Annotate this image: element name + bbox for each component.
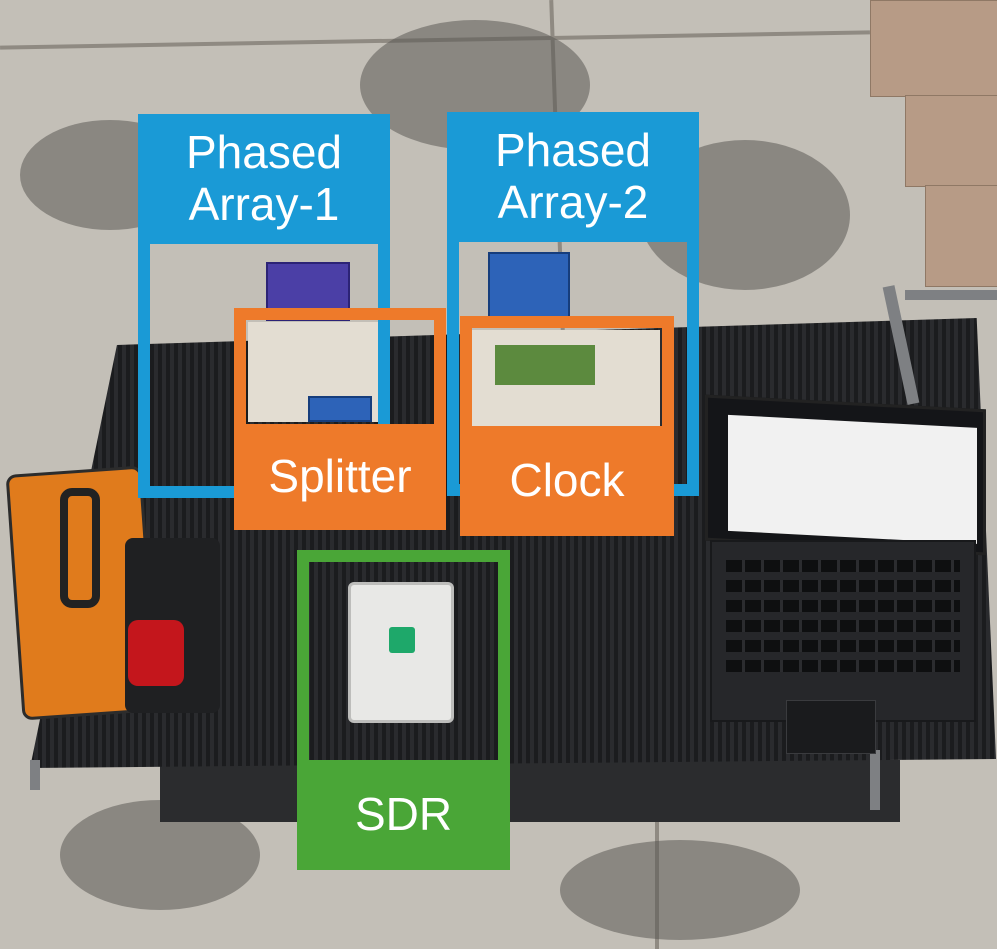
trackpad [786, 700, 876, 754]
cart-leg [870, 750, 880, 810]
splitter-label: Splitter [268, 450, 412, 503]
cart-lower-shelf [160, 760, 900, 822]
key-row [726, 660, 960, 672]
brick-paver [925, 185, 997, 287]
key-row [726, 640, 960, 652]
splitter-label-bg: Splitter [234, 424, 446, 530]
phased-array-2-label-bg: Phased Array-2 [447, 112, 699, 242]
phased-array-1-label: Phased Array-1 [185, 126, 342, 230]
sdr-label: SDR [354, 788, 453, 841]
tree-shadow [560, 840, 800, 940]
laptop-display [728, 414, 977, 544]
sdr-label-bg: SDR [297, 760, 510, 870]
laptop-screen [705, 394, 986, 556]
clock-board [495, 345, 595, 385]
laptop-base [710, 540, 976, 754]
key-row [726, 560, 960, 572]
cart-handle-rail [905, 290, 997, 300]
sdr-brand-logo [389, 627, 415, 653]
cart-leg [30, 760, 40, 790]
splitter-board [308, 396, 372, 422]
ac-outlet-panel [128, 620, 184, 686]
clock-label-bg: Clock [460, 426, 674, 536]
clock-label: Clock [509, 454, 625, 507]
key-row [726, 600, 960, 612]
brick-paver [905, 95, 997, 187]
phased-array-2-label: Phased Array-2 [494, 124, 651, 228]
carry-handle [60, 488, 100, 608]
key-row [726, 620, 960, 632]
phased-array-1-label-bg: Phased Array-1 [138, 114, 390, 244]
sdr-device [348, 582, 454, 723]
phased-array-2-board [488, 252, 570, 320]
brick-paver [870, 0, 997, 97]
key-row [726, 580, 960, 592]
